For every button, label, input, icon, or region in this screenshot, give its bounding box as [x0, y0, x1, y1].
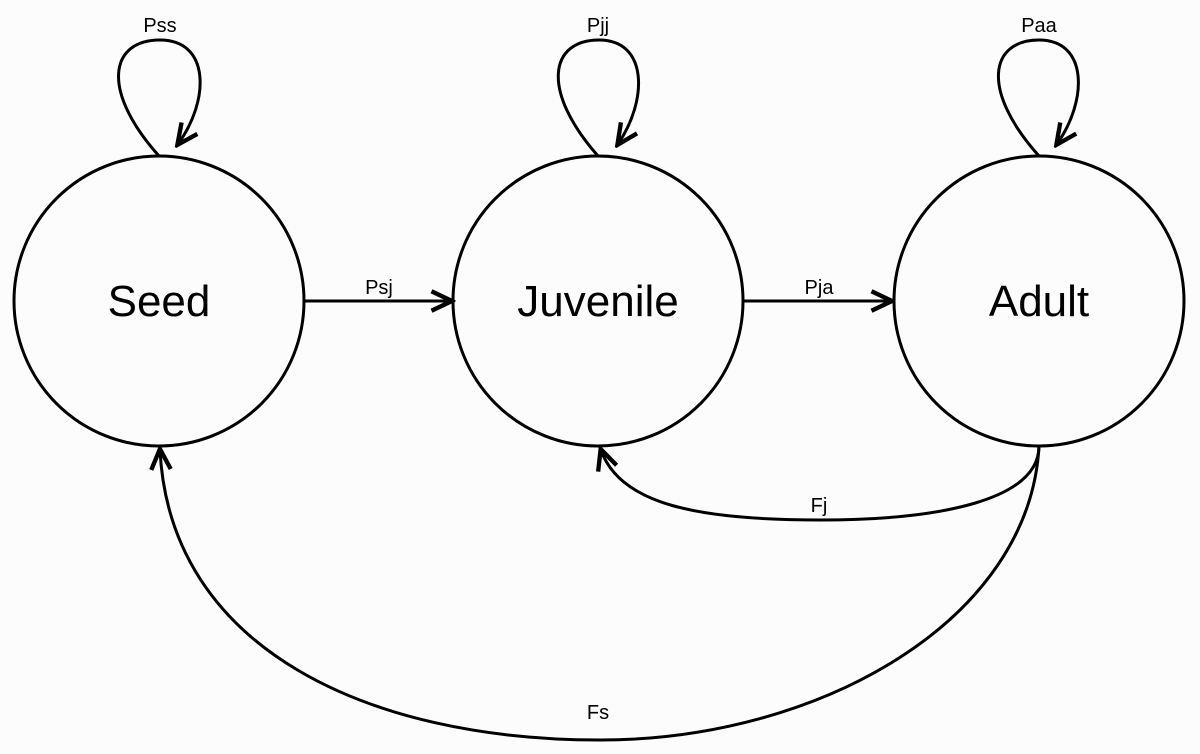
- juvenile-node-label: Juvenile: [517, 277, 678, 326]
- paa-self-loop-arrow: [997, 38, 1080, 157]
- psj-label: Psj: [365, 277, 393, 299]
- paa-label: Paa: [1021, 15, 1057, 37]
- seed-node-label: Seed: [108, 277, 211, 326]
- pjj-self-loop-arrow: [556, 38, 640, 157]
- fj-label: Fj: [811, 495, 828, 517]
- adult-node-label: Adult: [989, 277, 1089, 326]
- pss-label: Pss: [143, 15, 176, 37]
- pja-label: Pja: [805, 277, 835, 299]
- pjj-label: Pjj: [587, 15, 609, 37]
- pss-self-loop-arrow: [117, 38, 202, 157]
- fs-arrow: [160, 446, 1041, 742]
- fj-arrow: [601, 446, 1041, 522]
- fs-label: Fs: [587, 702, 609, 724]
